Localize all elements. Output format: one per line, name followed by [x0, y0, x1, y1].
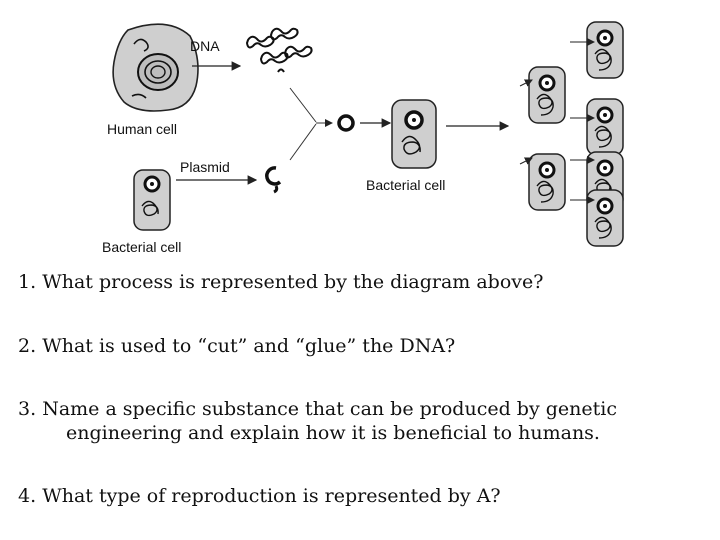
cut-plasmid-icon: [265, 166, 282, 194]
bacterial-cell-source: [133, 169, 171, 231]
question-3-text-line2: engineering and explain how it is benefi…: [66, 422, 600, 444]
line-dna-to-join: [289, 87, 317, 123]
bacteria-colony: [519, 20, 625, 248]
question-1: 1. What process is represented by the di…: [18, 270, 543, 294]
plasmid-label: Plasmid: [180, 159, 230, 175]
question-3-text-line1: Name a specific substance that can be pr…: [42, 398, 617, 420]
question-4-text: What type of reproduction is represented…: [42, 485, 501, 507]
question-1-text: What process is represented by the diagr…: [42, 271, 544, 293]
question-1-number: 1.: [18, 271, 37, 293]
question-4: 4. What type of reproduction is represen…: [18, 484, 501, 508]
bacterial-cell-gen2-2: [585, 97, 625, 157]
arrow-gen-5: [519, 79, 533, 87]
bacterial-cell-gen1-top: [527, 65, 567, 125]
bacterial-cell-label-center: Bacterial cell: [366, 177, 445, 193]
bacterial-cell-gen1-bottom: [527, 152, 567, 212]
genetic-engineering-diagram: Human cell DNA Bacterial cell Plasmid: [102, 20, 625, 255]
bacterial-cell-recipient: [391, 99, 437, 169]
line-plasmid-to-join: [289, 123, 317, 161]
question-2-number: 2.: [18, 335, 37, 357]
question-4-number: 4.: [18, 485, 37, 507]
human-cell-label: Human cell: [107, 121, 177, 137]
bacterial-cell-label-bottom: Bacterial cell: [102, 239, 181, 255]
human-cell: [112, 23, 199, 112]
nucleus-icon: [137, 53, 179, 91]
question-3-number: 3.: [18, 398, 37, 420]
arrow-gen-6: [519, 157, 533, 165]
dna-label: DNA: [190, 38, 220, 54]
bacterial-cell-gen2-4: [585, 188, 625, 248]
question-3: 3. Name a specific substance that can be…: [18, 397, 617, 445]
question-2-text: What is used to “cut” and “glue” the DNA…: [42, 335, 456, 357]
recombinant-plasmid-icon: [337, 114, 355, 132]
dna-fragments-icon: [246, 27, 313, 73]
question-2: 2. What is used to “cut” and “glue” the …: [18, 334, 455, 358]
bacterial-cell-gen2-1: [585, 20, 625, 80]
